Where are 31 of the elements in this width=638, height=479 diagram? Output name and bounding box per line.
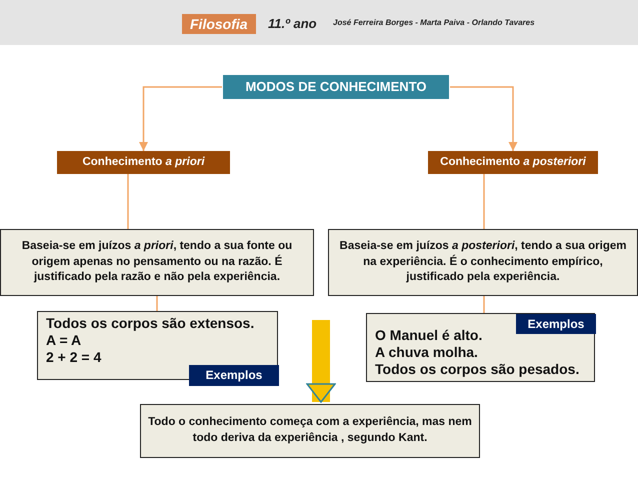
description-box: [140, 404, 480, 458]
block-arrow: [306, 320, 336, 403]
category-box: [428, 151, 598, 174]
connector-line: [156, 296, 158, 311]
description-text: Baseia-se em juízos a priori, tendo a sua fonte ou origem apenas no pensamento ou na razão. É justificado pela razão e não pela experiência.: [20, 239, 294, 286]
example-text: A = A: [46, 332, 82, 349]
examples-tag: Exemplos: [189, 365, 279, 386]
example-text: Todos os corpos são extensos.: [46, 315, 256, 332]
description-text: Baseia-se em juízos a posteriori, tendo a sua origem na experiência. É o conhecimento empírico, justificado pela experiência.: [338, 239, 628, 286]
title-text: MODOS DE CONHECIMENTO: [244, 79, 428, 95]
title-box: [222, 74, 450, 100]
examples-box: [366, 313, 595, 382]
category-text: Conhecimento a posteriori: [439, 156, 587, 170]
arrow: [139, 86, 222, 151]
grade-text: 11.º ano: [268, 16, 317, 31]
description-box: [0, 229, 314, 296]
category-text: Conhecimento a priori: [81, 156, 206, 170]
authors-text: José Ferreira Borges - Marta Paiva - Orlando Tavares: [333, 18, 535, 27]
connector-line: [127, 174, 129, 229]
arrow: [450, 86, 518, 151]
connector-line: [483, 174, 485, 229]
example-text: 2 + 2 = 4: [46, 348, 102, 366]
example-text: A chuva molha.: [375, 344, 479, 361]
description-box: [328, 229, 638, 296]
example-text: Todos os corpos são pesados.: [375, 360, 580, 378]
category-box: [57, 151, 230, 174]
examples-tag: Exemplos: [516, 314, 596, 334]
subject-badge: Filosofia: [182, 14, 256, 34]
description-text: Todo o conhecimento começa com a experiência, mas nem todo deriva da experiência , segundo Kant.: [147, 415, 473, 446]
example-text: O Manuel é alto.: [375, 327, 484, 344]
connector-line: [483, 296, 485, 313]
